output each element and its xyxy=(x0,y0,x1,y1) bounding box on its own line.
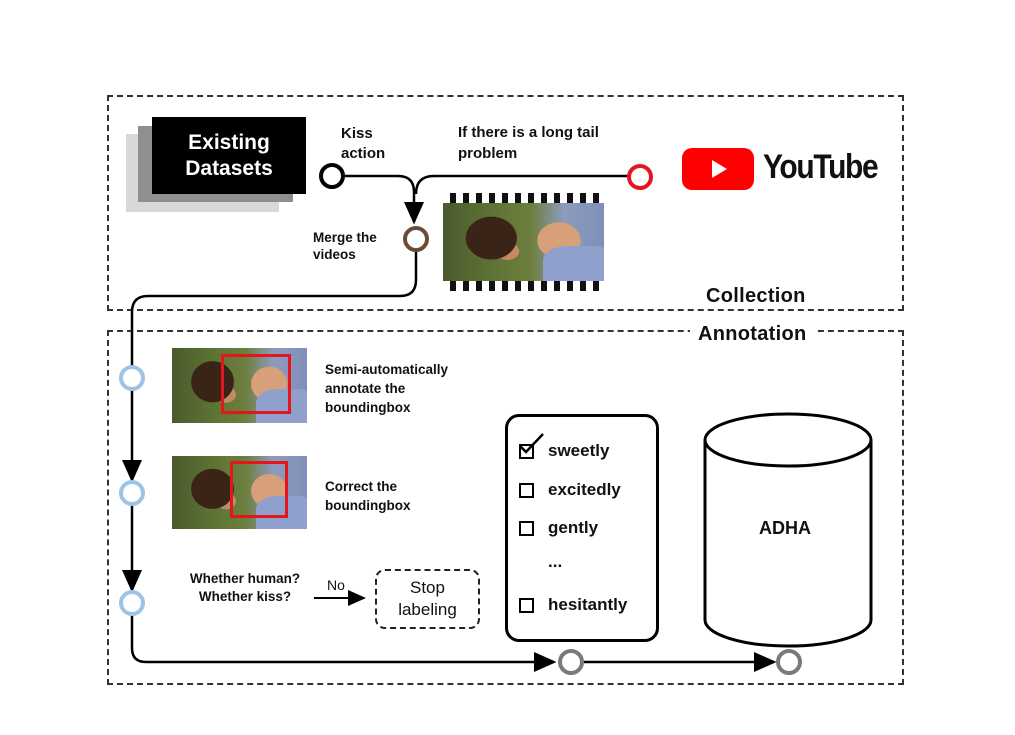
existing-datasets-box: Existing Datasets xyxy=(152,117,306,194)
youtube-logo-icon xyxy=(682,148,754,190)
annotate-node-3 xyxy=(119,590,145,616)
checklist-item-sweetly: sweetly xyxy=(519,432,610,461)
kiss-action-label: Kiss action xyxy=(341,125,386,162)
checkbox-checked-icon xyxy=(519,432,544,459)
step2-label: Correct the boundingbox xyxy=(325,479,411,513)
checkmark-icon xyxy=(519,432,544,454)
annotation-section xyxy=(107,330,904,685)
bounding-box-1 xyxy=(221,354,291,414)
collection-section xyxy=(107,95,904,311)
kiss-node xyxy=(319,163,345,189)
step1-label: Semi-automatically annotate the bounding… xyxy=(325,362,449,415)
checklist-label: sweetly xyxy=(548,441,610,460)
annotation-label: Annotation xyxy=(690,323,815,346)
output-node-2 xyxy=(776,649,802,675)
annotate-frame-1 xyxy=(172,348,307,423)
annotate-node-2 xyxy=(119,480,145,506)
annotate-frame-2 xyxy=(172,456,307,529)
long-tail-label: If there is a long tail problem xyxy=(458,124,599,162)
play-icon xyxy=(712,160,727,178)
checkbox-icon xyxy=(519,482,534,498)
video-frame xyxy=(443,203,604,281)
no-label: No xyxy=(327,577,345,593)
step3-question: Whether human? Whether kiss? xyxy=(189,571,301,604)
checklist-label: ... xyxy=(548,552,563,571)
checklist-label: hesitantly xyxy=(548,595,628,614)
merge-videos-label: Merge the videos xyxy=(313,230,377,262)
database-label: ADHA xyxy=(759,518,811,538)
merge-node xyxy=(403,226,429,252)
youtube-node xyxy=(627,164,653,190)
youtube-wordmark: YouTube xyxy=(763,148,879,186)
checkbox-icon xyxy=(519,597,534,613)
film-holes-bottom xyxy=(443,281,604,291)
checklist-item-excitedly: excitedly xyxy=(519,480,621,500)
checkbox-icon xyxy=(519,520,534,536)
checklist-item-hesitantly: hesitantly xyxy=(519,595,627,615)
checklist-ellipsis: ... xyxy=(548,552,562,572)
manner-checklist xyxy=(505,414,659,642)
checklist-item-gently: gently xyxy=(519,518,598,538)
existing-datasets-label: Existing Datasets xyxy=(185,130,273,180)
checklist-label: excitedly xyxy=(548,480,621,499)
stop-labeling-box: Stop labeling xyxy=(375,569,480,629)
collection-label: Collection xyxy=(698,285,814,308)
film-holes-top xyxy=(443,193,604,203)
video-film-strip xyxy=(443,193,604,291)
output-node-1 xyxy=(558,649,584,675)
annotate-node-1 xyxy=(119,365,145,391)
bounding-box-2 xyxy=(230,461,288,518)
checklist-label: gently xyxy=(548,518,599,537)
stop-labeling-label: Stop labeling xyxy=(398,578,457,619)
